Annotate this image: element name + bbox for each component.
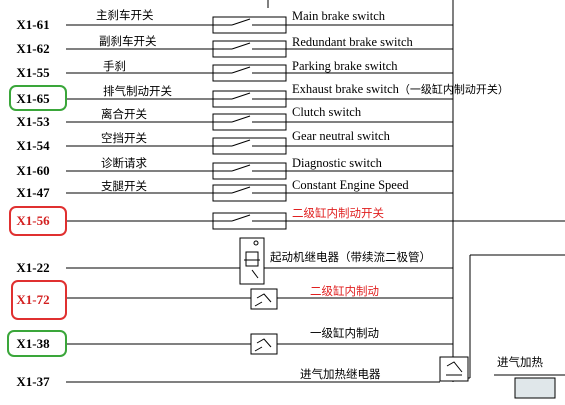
pin-x1-62: X1-62 [16,41,50,56]
switch-constant-speed [212,184,287,202]
label-cn-parking-brake: 手刹 [103,59,126,73]
label-en-clutch: Clutch switch [292,105,362,119]
label-intake-heater-relay: 进气加热继电器 [300,367,381,381]
pin-x1-37: X1-37 [16,374,50,389]
pin-highlight-x1-65 [9,85,67,111]
switch-exhaust-brake [212,90,287,108]
switch-clutch [212,113,287,131]
label-cn-exhaust-brake: 排气制动开关 [103,84,172,98]
switch-gear-neutral [212,137,287,155]
pin-x1-38: X1-38 [16,336,50,351]
label-en-exhaust-brake-text: Exhaust brake switch [292,82,399,96]
pin-highlight-x1-38 [7,330,67,357]
label-cn-redundant-brake: 副刹车开关 [99,34,157,48]
pin-x1-55: X1-55 [16,65,50,80]
switch-secondary-brake [212,212,287,230]
pin-x1-22: X1-22 [16,260,50,275]
switch-redundant-brake [212,40,287,58]
label-en-diagnostic: Diagnostic switch [292,156,382,170]
label-en-constant-speed: Constant Engine Speed [292,178,409,192]
label-cn-gear-neutral: 空挡开关 [101,131,147,145]
label-en-main-brake: Main brake switch [292,9,386,23]
label-primary-brake: 一级缸内制动 [310,326,379,340]
pin-x1-60: X1-60 [16,163,50,178]
label-cn-diagnostic: 诊断请求 [101,156,147,170]
pin-x1-61: X1-61 [16,17,50,32]
pin-x1-54: X1-54 [16,138,50,153]
label-cn-constant-speed: 支腿开关 [101,179,147,193]
label-en-exhaust-brake: Exhaust brake switch（一级缸内制动开关） [292,82,509,97]
label-en-parking-brake: Parking brake switch [292,59,398,73]
pin-x1-53: X1-53 [16,114,50,129]
label-starter-relay: 起动机继电器（带续流二极管） [270,250,431,264]
pin-highlight-x1-72 [11,280,67,320]
pin-x1-65: X1-65 [16,91,50,106]
pin-x1-47: X1-47 [16,185,50,200]
label-cn-main-brake: 主刹车开关 [96,8,154,22]
switch-diagnostic [212,162,287,180]
label-en-redundant-brake: Redundant brake switch [292,35,413,49]
label-exhaust-brake-cn-note: （一级缸内制动开关） [398,83,509,96]
label-secondary-brake: 二级缸内制动 [310,284,379,298]
label-cn-clutch: 离合开关 [101,107,147,121]
label-secondary-brake-switch: 二级缸内制动开关 [292,206,384,220]
switch-main-brake [212,16,287,34]
pin-highlight-x1-56 [9,206,67,236]
pin-x1-56: X1-56 [16,213,50,228]
label-en-gear-neutral: Gear neutral switch [292,129,390,143]
label-intake-heater: 进气加热 [497,355,543,369]
switch-parking-brake [212,64,287,82]
pin-x1-72: X1-72 [16,292,50,307]
